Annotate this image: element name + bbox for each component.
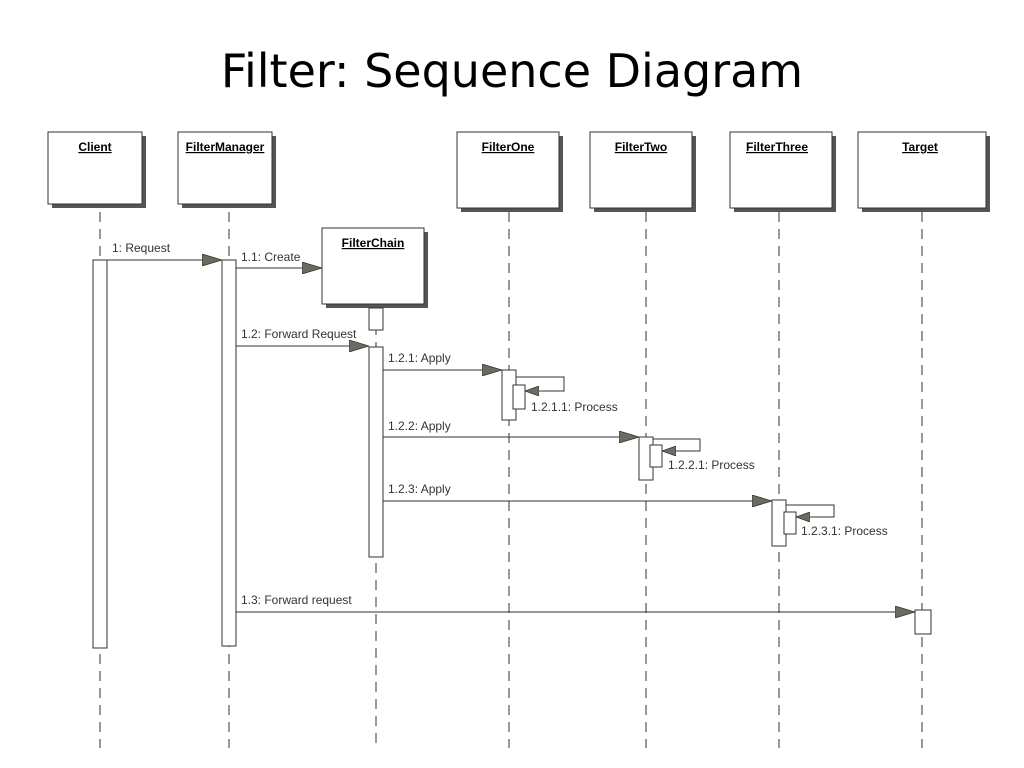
message-apply-three-label: 1.2.3: Apply [388,482,451,496]
messages [107,260,915,612]
message-apply-one-label: 1.2.1: Apply [388,351,451,365]
message-process-two-arrow [653,438,701,451]
object-client: Client [47,131,146,208]
object-client-name: Client [78,140,111,154]
activation-filter-two-nested [649,444,663,468]
activation-filter-chain [368,346,384,558]
object-filter-one: FilterOne [456,131,563,212]
activation-filter-three-nested [783,511,797,535]
activations [92,259,932,649]
object-filter-chain-name: FilterChain [342,236,405,250]
message-apply-two-label: 1.2.2: Apply [388,419,451,433]
object-filter-three: FilterThree [729,131,836,212]
object-target: Target [857,131,990,212]
object-target-name: Target [902,140,938,154]
object-filter-chain: FilterChain [321,227,428,308]
object-filter-two: FilterTwo [589,131,696,212]
slide-title: Filter: Sequence Diagram [220,44,804,98]
activation-client [92,259,108,649]
message-create-label: 1.1: Create [241,250,301,264]
message-process-two-label: 1.2.2.1: Process [668,458,755,472]
message-process-three-arrow [786,504,835,517]
object-filter-one-name: FilterOne [482,140,535,154]
activation-filter-manager [221,259,237,647]
object-filter-manager: FilterManager [177,131,276,208]
message-process-one-label: 1.2.1.1: Process [531,400,618,414]
message-forward-to-target-label: 1.3: Forward request [241,593,352,607]
object-filter-three-name: FilterThree [746,140,808,154]
message-process-three-label: 1.2.3.1: Process [801,524,888,538]
message-request-label: 1: Request [112,241,171,255]
object-filter-manager-name: FilterManager [186,140,265,154]
activation-filter-chain-top [368,307,384,331]
message-labels: 1: Request 1.1: Create 1.2: Forward Requ… [112,241,888,607]
activation-target [914,609,932,635]
activation-filter-one-nested [512,384,526,410]
object-filter-two-name: FilterTwo [615,140,667,154]
message-forward-request-label: 1.2: Forward Request [241,327,357,341]
message-process-one-arrow [516,376,565,391]
